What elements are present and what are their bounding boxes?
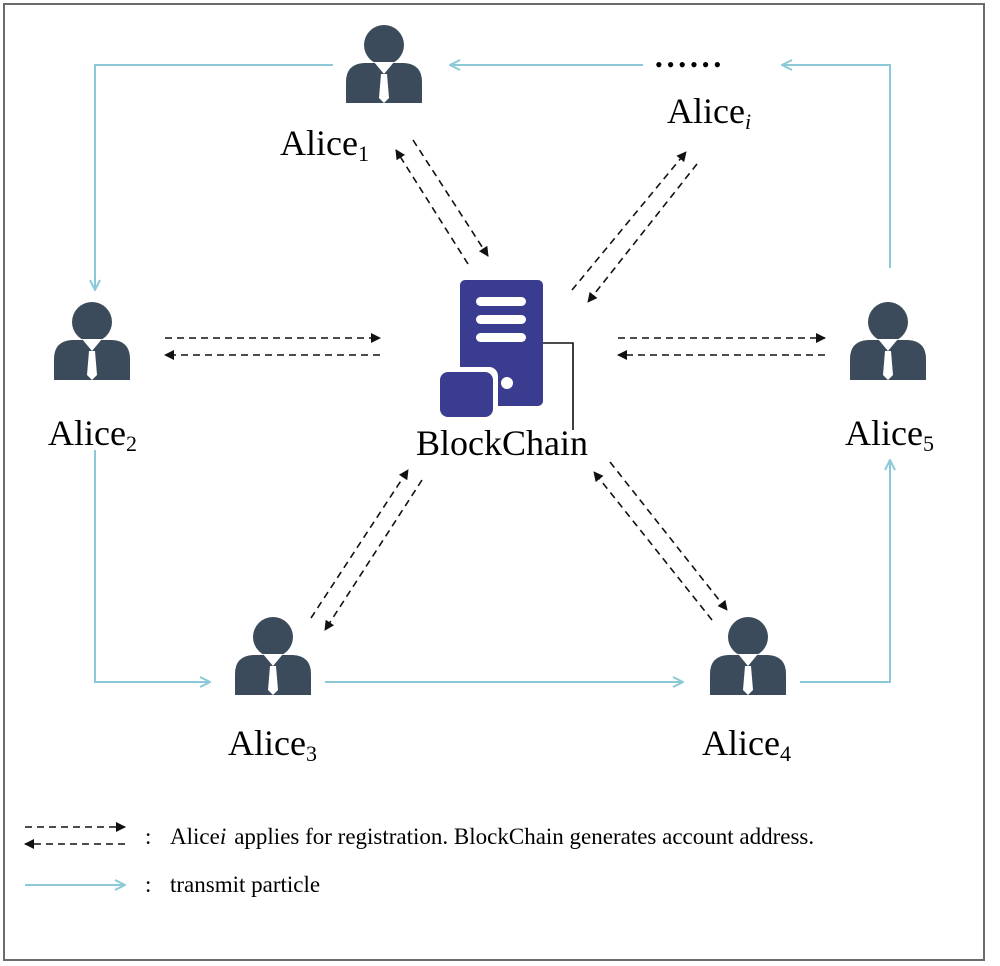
alice2-person-icon: [54, 302, 130, 380]
legend-solid-colon: :: [145, 872, 151, 897]
alice4-person-icon: [710, 617, 786, 695]
alicei-label: Alicei: [667, 91, 751, 134]
alice4-label: Alice4: [702, 723, 791, 766]
alice3-label: Alice3: [228, 723, 317, 766]
legend-solid-text: transmit particle: [170, 872, 320, 897]
alice5-person-icon: [850, 302, 926, 380]
legend-dashed-colon: :: [145, 824, 151, 849]
path-alice1-to-alice2: [95, 64, 333, 290]
ellipsis: ••••••: [655, 52, 725, 77]
alice2-label: Alice2: [48, 413, 137, 456]
alice3-person-icon: [235, 617, 311, 695]
blockchain-label: BlockChain: [416, 423, 588, 463]
transmit-paths: [95, 65, 890, 682]
alice5-label: Alice5: [845, 413, 934, 456]
legend-dashed-symbol: [24, 822, 126, 849]
diagram-frame: [3, 3, 985, 961]
path-alice4-to-alice5: [800, 460, 890, 683]
alice1-label: Alice1: [280, 123, 369, 166]
server-icon: [435, 280, 574, 430]
registration-arrows: [164, 139, 826, 631]
alice1-person-icon: [346, 25, 422, 103]
path-alice2-to-alice3: [94, 450, 210, 682]
path-alice5-to-alicei: [782, 65, 891, 268]
